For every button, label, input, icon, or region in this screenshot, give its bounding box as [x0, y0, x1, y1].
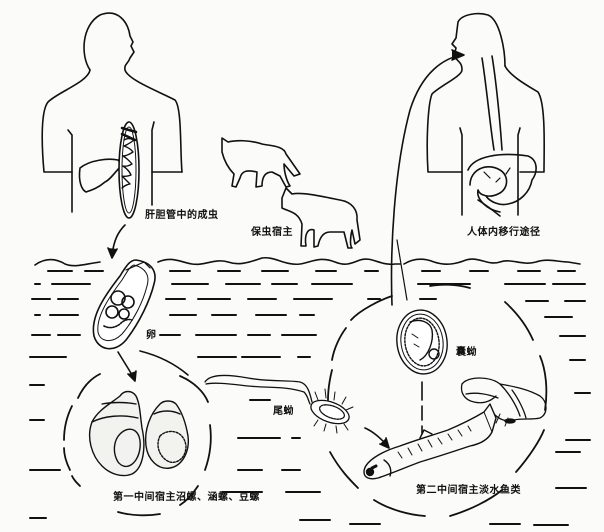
snail-2	[144, 400, 189, 469]
label-egg: 卵	[146, 330, 157, 341]
snail-1	[88, 390, 145, 477]
arrow-snail-to-cercaria	[139, 350, 189, 376]
shrimp	[460, 377, 547, 427]
label-second-intermediate-host: 第二中间宿主淡水鱼类	[416, 485, 521, 496]
label-cercaria: 尾蚴	[273, 406, 294, 417]
label-first-intermediate-host: 第一中间宿主沼螺、涵螺、豆螺	[113, 492, 260, 503]
water-dashes	[29, 270, 591, 526]
metacercaria	[396, 309, 448, 375]
label-reservoir-host: 保虫宿主	[251, 227, 293, 238]
cat-icon	[221, 137, 301, 188]
arrow-egg-to-snail	[117, 351, 137, 382]
cercaria	[204, 374, 354, 434]
first-host-circle	[63, 373, 212, 517]
arrow-fish-to-human	[390, 49, 465, 306]
dog-icon	[281, 187, 361, 249]
human-figure-left	[41, 12, 183, 213]
egg	[92, 259, 156, 350]
label-adult: 肝胆管中的成虫	[145, 210, 219, 221]
human-figure-right	[426, 12, 546, 217]
adult-fluke	[118, 121, 140, 219]
fish	[363, 403, 497, 480]
arrow-adult-to-egg	[107, 224, 126, 259]
second-host-circle	[327, 283, 548, 517]
arrow-cercaria-to-fish	[364, 427, 390, 449]
label-metacercaria: 囊蚴	[456, 347, 477, 358]
water-surface	[34, 256, 581, 267]
label-migration-path: 人体内移行途径	[467, 227, 541, 238]
